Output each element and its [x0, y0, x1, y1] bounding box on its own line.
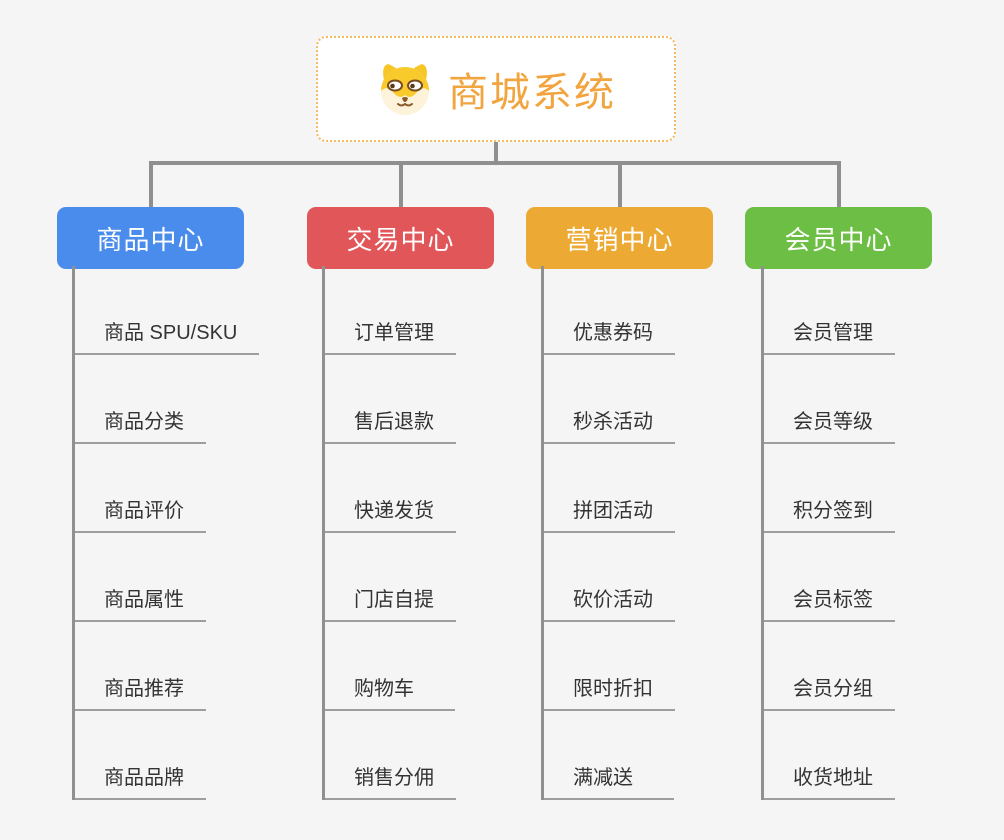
leaf-node[interactable]: 会员分组 — [764, 622, 895, 711]
branch-children-members: 会员管理 会员等级 积分签到 会员标签 会员分组 收货地址 — [761, 266, 895, 800]
branch-label: 会员中心 — [784, 224, 893, 255]
leaf-node[interactable]: 订单管理 — [325, 266, 456, 355]
branch-node-members[interactable]: 会员中心 — [745, 207, 932, 269]
connector-drop-members — [837, 163, 841, 207]
branch-label: 营销中心 — [565, 224, 674, 255]
leaf-node[interactable]: 会员管理 — [764, 266, 895, 355]
leaf-node[interactable]: 商品分类 — [75, 355, 206, 444]
leaf-node[interactable]: 优惠券码 — [544, 266, 675, 355]
branch-node-marketing[interactable]: 营销中心 — [526, 207, 713, 269]
leaf-node[interactable]: 砍价活动 — [544, 533, 675, 622]
root-node[interactable]: 商城系统 — [316, 36, 676, 142]
branch-label: 商品中心 — [96, 224, 205, 255]
leaf-node[interactable]: 快递发货 — [325, 444, 456, 533]
leaf-node[interactable]: 会员等级 — [764, 355, 895, 444]
leaf-node[interactable]: 满减送 — [544, 711, 674, 800]
connector-drop-trade — [399, 163, 403, 207]
leaf-node[interactable]: 门店自提 — [325, 533, 456, 622]
connector-bus — [149, 161, 841, 165]
leaf-node[interactable]: 秒杀活动 — [544, 355, 675, 444]
leaf-node[interactable]: 购物车 — [325, 622, 455, 711]
branch-children-trade: 订单管理 售后退款 快递发货 门店自提 购物车 销售分佣 — [322, 266, 456, 800]
branch-node-products[interactable]: 商品中心 — [57, 207, 244, 269]
connector-drop-products — [149, 163, 153, 207]
leaf-node[interactable]: 售后退款 — [325, 355, 456, 444]
leaf-node[interactable]: 积分签到 — [764, 444, 895, 533]
leaf-node[interactable]: 商品评价 — [75, 444, 206, 533]
branch-children-products: 商品 SPU/SKU 商品分类 商品评价 商品属性 商品推荐 商品品牌 — [72, 266, 260, 800]
leaf-node[interactable]: 拼团活动 — [544, 444, 675, 533]
leaf-node[interactable]: 商品品牌 — [75, 711, 206, 800]
connector-root-drop — [494, 141, 498, 163]
leaf-node[interactable]: 销售分佣 — [325, 711, 456, 800]
branch-label: 交易中心 — [346, 224, 455, 255]
connector-drop-marketing — [618, 163, 622, 207]
leaf-node[interactable]: 限时折扣 — [544, 622, 675, 711]
root-title: 商城系统 — [448, 71, 616, 115]
branch-node-trade[interactable]: 交易中心 — [307, 207, 494, 269]
leaf-node[interactable]: 商品推荐 — [75, 622, 206, 711]
branch-children-marketing: 优惠券码 秒杀活动 拼团活动 砍价活动 限时折扣 满减送 — [541, 266, 675, 800]
leaf-node[interactable]: 商品属性 — [75, 533, 206, 622]
leaf-node[interactable]: 收货地址 — [764, 711, 895, 800]
leaf-node[interactable]: 商品 SPU/SKU — [75, 266, 260, 355]
dog-face-icon — [376, 62, 434, 116]
leaf-node[interactable]: 会员标签 — [764, 533, 895, 622]
